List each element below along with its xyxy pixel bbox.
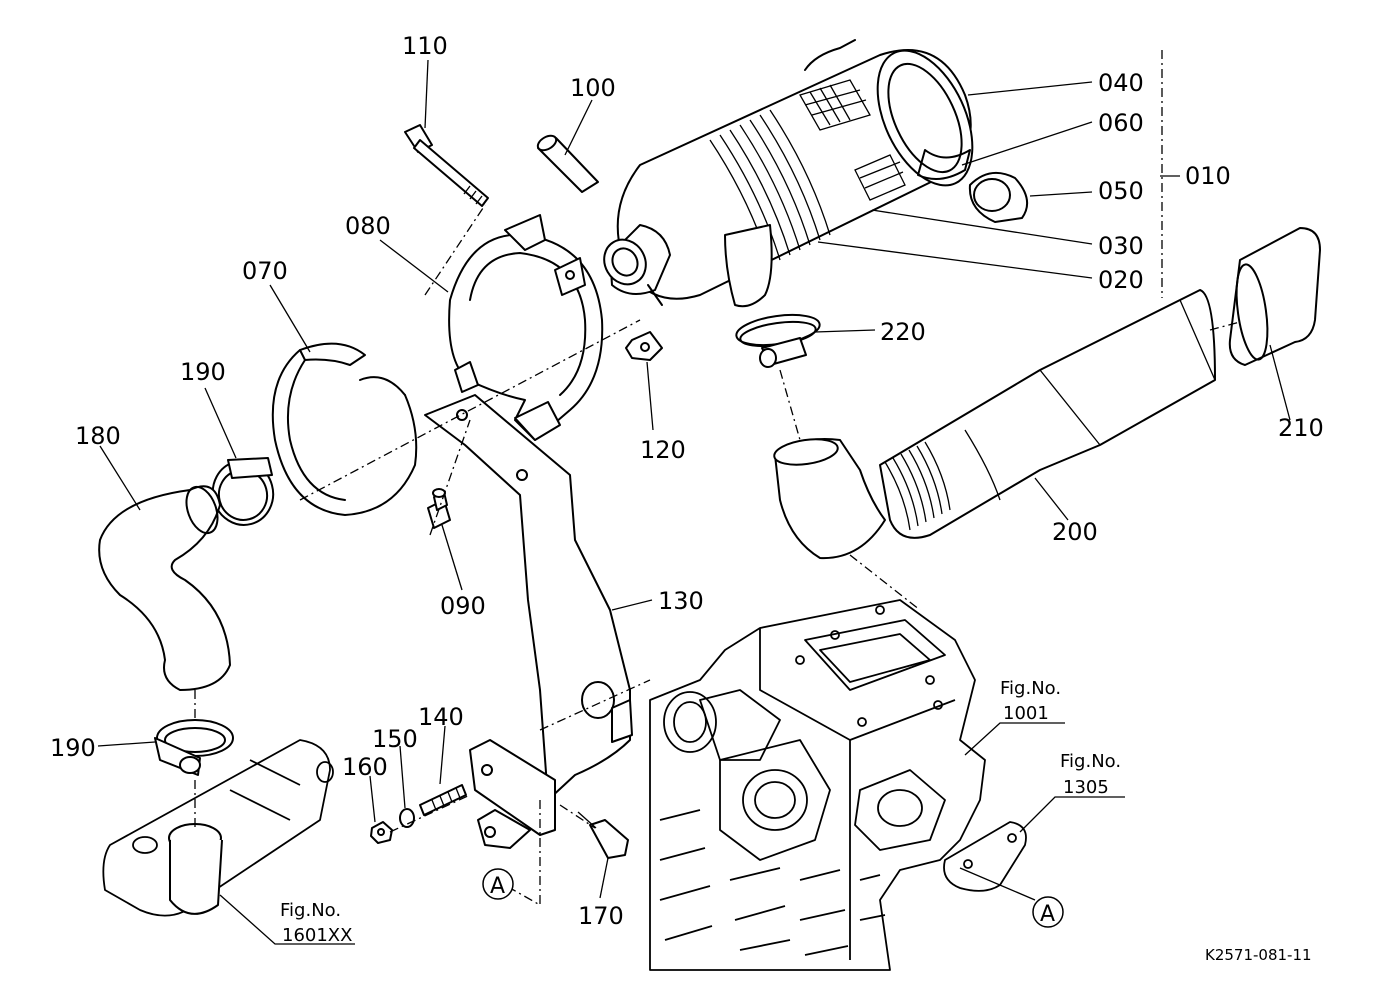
- callout-160: 160: [342, 753, 388, 781]
- engine-block-outline: [649, 599, 986, 971]
- callout-200: 200: [1052, 518, 1098, 546]
- spacer-pin-100: [536, 134, 599, 193]
- rubber-band-070: [271, 342, 418, 516]
- center-lines: [194, 50, 1241, 907]
- callout-020: 020: [1098, 266, 1144, 294]
- callout-130: 130: [658, 587, 704, 615]
- hose-clamp-220: [735, 313, 821, 368]
- marker-a-left: A: [490, 874, 505, 899]
- hose-clamp-190-lower: [154, 719, 234, 776]
- callout-180: 180: [75, 422, 121, 450]
- fig-ref-label-1305: Fig.No.: [1060, 751, 1121, 772]
- callout-150: 150: [372, 725, 418, 753]
- fig-ref-number-1305: 1305: [1063, 777, 1109, 798]
- fig-ref-label-1001: Fig.No.: [1000, 678, 1061, 699]
- elbow-hose-180: [98, 485, 231, 691]
- spring-washer-150: [399, 808, 415, 828]
- stud-140: [419, 784, 467, 816]
- evacuator-valve: [968, 171, 1029, 223]
- callout-060: 060: [1098, 109, 1144, 137]
- callout-070: 070: [242, 257, 288, 285]
- callout-090: 090: [440, 592, 486, 620]
- callout-210: 210: [1278, 414, 1324, 442]
- fig-ref-label-1601xx: Fig.No.: [280, 900, 341, 921]
- marker-circle-a-right: [1032, 896, 1064, 928]
- callout-110: 110: [402, 32, 448, 60]
- figure-references: Fig.No. 1001 Fig.No. 1305 Fig.No. 1601XX: [280, 678, 1121, 946]
- stay-bracket-130: [424, 394, 633, 801]
- marker-circle-a-left: [482, 868, 514, 900]
- callout-170: 170: [578, 902, 624, 930]
- callout-labels: 040 060 050 010 030 020 220 210 200 110 …: [50, 32, 1324, 930]
- inlet-cap-210: [1228, 227, 1321, 366]
- reference-markers: A A: [482, 868, 1064, 928]
- callout-190-lower: 190: [50, 734, 96, 762]
- callout-220: 220: [880, 318, 926, 346]
- callout-040: 040: [1098, 69, 1144, 97]
- intake-manifold: [102, 739, 334, 917]
- nut-120: [625, 331, 663, 361]
- callout-100: 100: [570, 74, 616, 102]
- air-cleaner-body: [603, 39, 974, 308]
- bolt-110: [404, 124, 489, 207]
- fig-ref-number-1601xx: 1601XX: [282, 925, 352, 946]
- marker-a-right: A: [1040, 902, 1055, 927]
- bolt-170: [577, 811, 629, 859]
- callout-190-upper: 190: [180, 358, 226, 386]
- callout-050: 050: [1098, 177, 1144, 205]
- gasket-flange: [943, 821, 1027, 892]
- band-bracket-080: [448, 214, 604, 441]
- nut-160: [370, 821, 393, 844]
- callout-030: 030: [1098, 232, 1144, 260]
- drawing-code: K2571-081-11: [1205, 946, 1312, 964]
- callout-120: 120: [640, 436, 686, 464]
- callout-010: 010: [1185, 162, 1231, 190]
- fig-ref-number-1001: 1001: [1003, 703, 1049, 724]
- fitting-090: [427, 488, 451, 529]
- callout-080: 080: [345, 212, 391, 240]
- leader-lines: [97, 59, 1291, 945]
- intake-pipe-200: [773, 289, 1216, 560]
- callout-140: 140: [418, 703, 464, 731]
- mount-plate: [469, 739, 556, 849]
